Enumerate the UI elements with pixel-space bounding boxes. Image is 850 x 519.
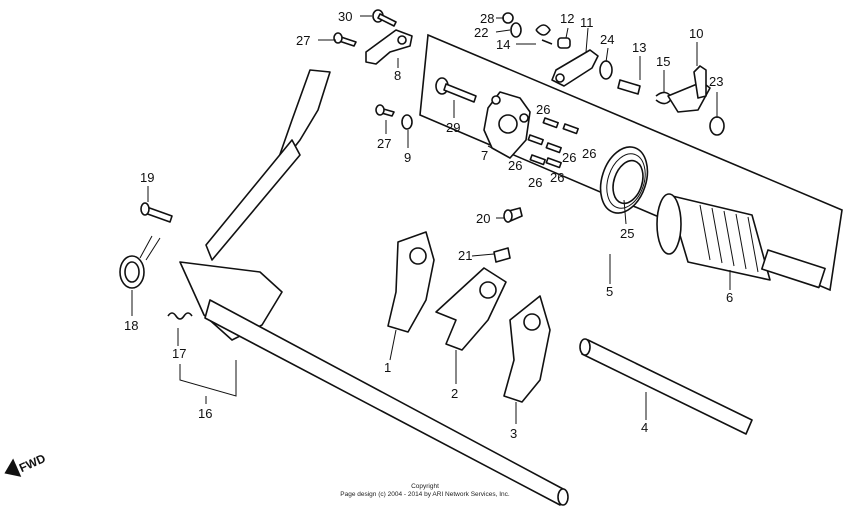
fwd-direction-arrow: FWD (4, 451, 48, 477)
spring-14 (535, 24, 553, 45)
callout-21: 21 (458, 248, 472, 263)
callout-27-lower: 27 (377, 136, 391, 151)
fwd-arrow-icon (4, 458, 22, 477)
callout-4: 4 (641, 420, 648, 435)
collar-12 (557, 37, 571, 49)
stopper-arm (365, 29, 413, 65)
callout-26-b: 26 (562, 150, 576, 165)
callout-30: 30 (338, 9, 352, 24)
callout-26-d: 26 (508, 158, 522, 173)
callout-22: 22 (474, 25, 488, 40)
drum-cam-plate (483, 91, 531, 159)
callout-10: 10 (689, 26, 703, 41)
shift-drum (656, 193, 826, 289)
callout-6: 6 (726, 290, 733, 305)
bearing (599, 146, 649, 214)
callout-15: 15 (656, 54, 670, 69)
shift-fork-2 (435, 267, 507, 351)
callouts: 30 27 8 27 9 29 7 28 22 14 12 11 24 13 1… (124, 9, 733, 441)
washer-23 (709, 116, 725, 136)
washer-22 (510, 22, 522, 38)
callout-26-f: 26 (550, 170, 564, 185)
callout-26-c: 26 (582, 146, 596, 161)
callout-11: 11 (580, 15, 594, 30)
copyright-title: Copyright (411, 483, 439, 490)
callout-14: 14 (496, 37, 510, 52)
spring-17 (167, 312, 193, 320)
callout-23: 23 (709, 74, 723, 89)
drum-pins (527, 117, 579, 169)
pin-21 (493, 247, 511, 263)
callout-26-e: 26 (528, 175, 542, 190)
shift-arm-10 (667, 65, 711, 113)
pin-13 (617, 79, 641, 95)
callout-3: 3 (510, 426, 517, 441)
callout-8: 8 (394, 68, 401, 83)
callout-28: 28 (480, 11, 494, 26)
callout-29: 29 (446, 120, 460, 135)
fork-shaft (579, 338, 753, 435)
return-spring (119, 235, 161, 289)
bolt-20 (503, 207, 523, 223)
drum-assembly-panel (419, 33, 843, 292)
callout-5: 5 (606, 284, 613, 299)
leader-lines (131, 15, 731, 424)
callout-27-top: 27 (296, 33, 310, 48)
washer-24 (599, 60, 613, 80)
washer-9 (401, 114, 413, 130)
gearshift-spindle (179, 69, 569, 506)
callout-24: 24 (600, 32, 614, 47)
nut-28 (502, 12, 514, 24)
callout-20: 20 (476, 211, 490, 226)
callout-7: 7 (481, 148, 488, 163)
callout-13: 13 (632, 40, 646, 55)
callout-17: 17 (172, 346, 186, 361)
shift-fork-1 (387, 231, 435, 333)
callout-2: 2 (451, 386, 458, 401)
copyright-text: Page design (c) 2004 - 2014 by ARI Netwo… (340, 491, 510, 498)
callout-1: 1 (384, 360, 391, 375)
screw-27-top (333, 32, 357, 47)
pin-19 (140, 202, 173, 223)
callout-9: 9 (404, 150, 411, 165)
link-plate-11 (551, 49, 599, 87)
callout-25: 25 (620, 226, 634, 241)
bolt-30 (372, 9, 397, 27)
callout-12: 12 (560, 11, 574, 26)
fwd-label: FWD (17, 451, 48, 475)
screw-27-lower (375, 104, 395, 117)
callout-18: 18 (124, 318, 138, 333)
shift-fork-3 (503, 295, 551, 403)
callout-26-a: 26 (536, 102, 550, 117)
bolt-29 (435, 77, 477, 103)
callout-19: 19 (140, 170, 154, 185)
callout-16: 16 (198, 406, 212, 421)
